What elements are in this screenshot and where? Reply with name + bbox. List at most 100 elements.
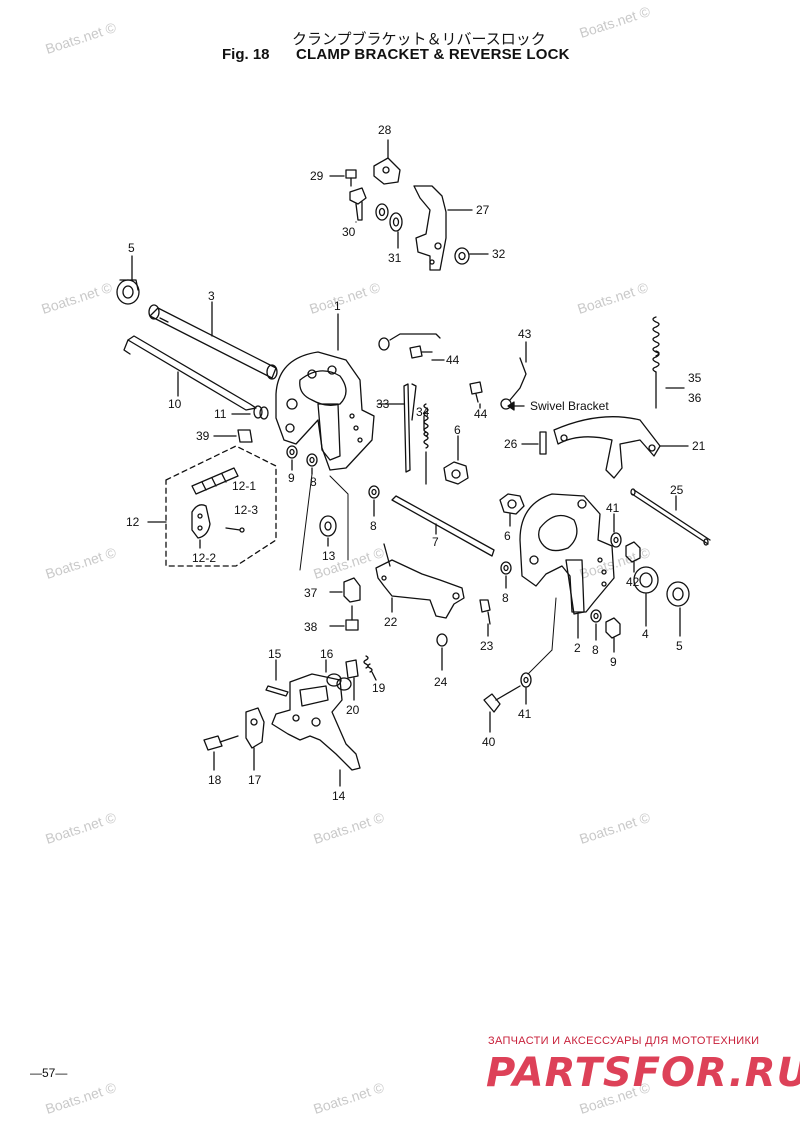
part-41-washer xyxy=(520,532,622,688)
callout-9: 9 xyxy=(610,655,617,669)
part-12-1-stud xyxy=(191,467,239,495)
callout-22: 22 xyxy=(384,615,398,629)
callout-32: 32 xyxy=(492,247,506,261)
figure-number: Fig. 18 xyxy=(222,46,270,63)
callout-25: 25 xyxy=(670,483,684,497)
ad-brand-logo[interactable]: PARTSFOR.RU xyxy=(486,1050,800,1096)
part-13-bushing xyxy=(319,515,337,537)
callout-8: 8 xyxy=(370,519,377,533)
part-16-roller xyxy=(326,673,352,691)
part-6-nut xyxy=(499,493,525,515)
part-25-rod xyxy=(630,488,711,546)
callout-12-1: 12-1 xyxy=(232,479,256,493)
swivel-bracket-label: Swivel Bracket xyxy=(530,399,609,413)
part-1-clamp-bracket xyxy=(275,351,375,471)
callout-23: 23 xyxy=(480,639,494,653)
callout-41: 41 xyxy=(518,707,532,721)
part-5-cap-nut xyxy=(666,581,690,607)
callout-8: 8 xyxy=(310,475,317,489)
part-2-clamp-bracket xyxy=(519,493,615,615)
part-29-screw xyxy=(345,169,357,187)
part-7-thru-tube xyxy=(391,495,495,557)
callout-44: 44 xyxy=(446,353,460,367)
callout-12-3: 12-3 xyxy=(234,503,258,517)
title-japanese: クランプブラケット＆リバースロック xyxy=(292,30,546,48)
callout-21: 21 xyxy=(692,439,706,453)
ad-tagline: ЗАПЧАСТИ И АКСЕССУАРЫ ДЛЯ МОТОТЕХНИКИ xyxy=(488,1035,760,1047)
callout-6: 6 xyxy=(454,423,461,437)
part-37-block xyxy=(343,577,361,603)
part-28-plate xyxy=(373,157,401,185)
callout-20: 20 xyxy=(346,703,360,717)
callout-43: 43 xyxy=(518,327,532,341)
callout-13: 13 xyxy=(322,549,336,563)
callout-37: 37 xyxy=(304,586,318,600)
part-12-group-box xyxy=(165,445,277,567)
callout-19: 19 xyxy=(372,681,386,695)
part-18-bolt xyxy=(203,735,239,751)
part-43-rod xyxy=(378,333,527,410)
callout-17: 17 xyxy=(248,773,262,787)
callout-33: 33 xyxy=(376,397,390,411)
part-24-bushing xyxy=(436,633,448,647)
part-12-2-lock-plate xyxy=(191,504,211,539)
part-10-tilt-rod xyxy=(123,335,257,411)
callout-labels: 28 29 30 27 31 32 5 3 1 43 44 44 Swivel … xyxy=(126,123,706,803)
part-35-spring xyxy=(652,316,660,409)
callout-10: 10 xyxy=(168,397,182,411)
part-23-screw xyxy=(479,599,491,625)
callout-9: 9 xyxy=(288,471,295,485)
callout-24: 24 xyxy=(434,675,448,689)
part-15-pin xyxy=(265,685,289,697)
callout-11: 11 xyxy=(214,407,227,421)
callout-44: 44 xyxy=(474,407,488,421)
part-3-clamp-shaft xyxy=(148,304,278,380)
part-33-rod xyxy=(403,383,417,473)
part-31-washer xyxy=(375,203,403,232)
callout-8: 8 xyxy=(592,643,599,657)
callout-6: 6 xyxy=(504,529,511,543)
part-27-reverse-lock-lever xyxy=(413,185,447,271)
callout-4: 4 xyxy=(642,627,649,641)
part-26-pin xyxy=(539,431,547,455)
part-5-cap-nut xyxy=(116,279,140,305)
callout-27: 27 xyxy=(476,203,490,217)
part-40-bolt xyxy=(483,685,521,713)
part-34-spring xyxy=(423,403,429,485)
callout-3: 3 xyxy=(208,289,215,303)
callout-42: 42 xyxy=(626,575,640,589)
callout-34: 34 xyxy=(416,405,430,419)
part-38-bolt xyxy=(345,605,359,631)
part-14-tilt-stopper xyxy=(271,673,361,771)
callout-15: 15 xyxy=(268,647,282,661)
part-4-nut xyxy=(633,566,659,594)
callout-41: 41 xyxy=(606,501,620,515)
callout-35: 35 xyxy=(688,371,702,385)
part-20-plunger xyxy=(345,659,359,679)
callout-1: 1 xyxy=(334,299,341,313)
callout-2: 2 xyxy=(574,641,581,655)
part-32-nut xyxy=(454,247,470,265)
part-8-washer xyxy=(306,453,602,623)
callout-26: 26 xyxy=(504,437,518,451)
callout-29: 29 xyxy=(310,169,324,183)
part-22-reverse-lock xyxy=(375,543,465,619)
part-42-nut xyxy=(625,541,641,563)
callout-40: 40 xyxy=(482,735,496,749)
part-17-plate xyxy=(245,707,265,749)
part-9-nut xyxy=(286,445,298,459)
part-19-spring xyxy=(363,655,373,673)
figure-title: CLAMP BRACKET & REVERSE LOCK xyxy=(296,46,570,63)
part-9-nut xyxy=(605,617,621,639)
part-44-bolt xyxy=(409,345,483,403)
part-11-spring xyxy=(253,405,269,420)
callout-28: 28 xyxy=(378,123,392,137)
part-30-bolt xyxy=(349,187,367,221)
callout-7: 7 xyxy=(432,535,439,549)
part-39-pad xyxy=(237,429,253,443)
callout-31: 31 xyxy=(388,251,402,265)
callout-18: 18 xyxy=(208,773,222,787)
callout-16: 16 xyxy=(320,647,334,661)
callout-38: 38 xyxy=(304,620,318,634)
